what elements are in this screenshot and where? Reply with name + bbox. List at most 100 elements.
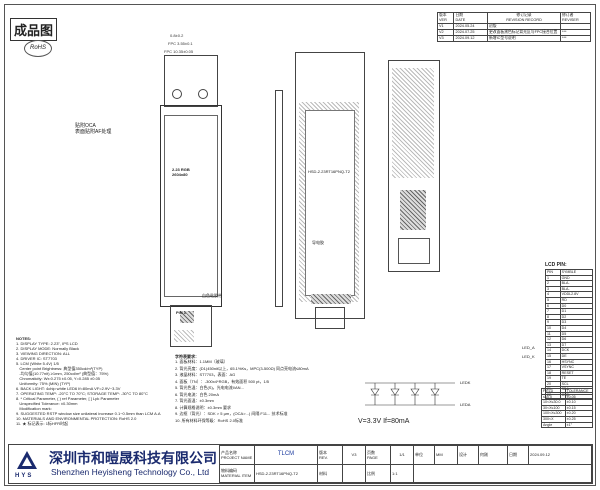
note-line: Chromaticity: Wx:0.275 ±0.05, Y=0.285 ±0… — [16, 376, 101, 381]
dim-top-1: 0.8±0.2 — [170, 33, 184, 38]
spec-line: 7. 背光面温：±0.3mm — [175, 398, 214, 403]
spec-line: 10. 所有材料环保等级：RoHS 2.0标准 — [175, 417, 244, 423]
tb-date: 2024.09.12 — [528, 445, 592, 465]
rear-inner — [305, 110, 355, 296]
pin-symbol: D3 — [559, 319, 594, 326]
tb-unit-label: 单位 — [413, 445, 435, 465]
pin-symbol: D0 — [559, 302, 594, 310]
tolerance-value: ±0.10 — [564, 399, 594, 406]
tolerance-row: Angle±1° — [541, 421, 594, 429]
spec-block: 字符表要求： 1. 面板材料：1.1MM（玻璃）2. 背光亮度：(D1)450n… — [175, 354, 335, 424]
fpc-hole-right — [198, 89, 208, 99]
rev-by: *** — [560, 35, 591, 42]
right-connector-block — [400, 190, 426, 230]
note-line: 3. VIEWING DIRECTION: ALL — [16, 351, 71, 356]
rev-date: 2024.09.12 — [453, 35, 489, 42]
tb-matl — [342, 463, 366, 483]
lcd-panel — [160, 105, 222, 307]
tolerance-row: 30<X≤100±0.15 — [541, 404, 594, 412]
tol-title-en: TOLERANCE — [564, 388, 594, 395]
company-name-en: Shenzhen Heyisheng Technology Co., Ltd — [51, 467, 210, 477]
tb-matl-label: 材料 — [317, 463, 343, 483]
front-view: 0.8±0.2 FPC 3.55±0.1 FPC 10.35±0.05 2.23… — [150, 33, 230, 347]
right-bottom-tab — [398, 238, 430, 264]
rev-ver: V3 — [436, 35, 455, 42]
hys-logo-icon — [17, 451, 37, 469]
spec-line: 2. 背光亮度：(D1)450nit以上，65.1%Ks，MPC(3-500Ω)… — [175, 365, 309, 371]
tb-blank — [413, 463, 592, 483]
pin-symbol: SCL — [559, 380, 594, 388]
rear-view: HSD-2.23RT16PNQ-T2 — [295, 52, 365, 330]
pin-symbol: VSYNC — [559, 364, 594, 371]
spec-line: 9. 边框（背光）：SDK > 5 µm，(OCA>...) 间隔 F11...… — [175, 411, 288, 416]
spec-title: 字符表要求： — [175, 354, 199, 359]
right-view — [388, 60, 440, 272]
fpc-bottom — [170, 305, 212, 347]
note-line: Center point Brightness: 典型值350cd/m²(TYP… — [16, 366, 103, 371]
title-block: HYS 深圳市和暟晟科技有限公司 Shenzhen Heyisheng Tech… — [8, 444, 593, 484]
tb-design-label: 设计 — [457, 445, 479, 465]
tolerance-row: 300<X±0.25 — [541, 416, 594, 423]
tb-design: 何刚 — [478, 445, 508, 465]
pin-symbol: GND — [559, 274, 594, 282]
tb-project: TLCM — [254, 445, 318, 465]
led-circuit — [360, 375, 460, 415]
tb-page: 1/1 — [390, 445, 414, 465]
spec-line: 4. 面板（TN）：-300x4*RGB，有效面积 500 pt，1/5 — [175, 378, 270, 384]
tolerance-row: 10<X≤30.0±0.10 — [541, 399, 594, 406]
tb-scale-label: 比例 — [365, 463, 391, 483]
pin-table-title: LCD PIN: — [545, 262, 567, 268]
pin-symbol: D1 — [559, 308, 594, 315]
revision-row: V3 2024.09.12 新增IC型号说明 *** — [436, 35, 591, 42]
note-line: 7. OPERATING TEMP: -20°C TO 70°C; STORAG… — [16, 391, 148, 396]
notes-title: NOTES: — [16, 336, 32, 341]
note-line: -均匀值(10.77nit) ≥1mm, 250cd/m² (典型值：75%) — [16, 371, 109, 376]
right-outline — [388, 60, 440, 272]
rev-desc: 新增IC型号说明 — [487, 35, 562, 42]
hys-mark: HYS — [15, 473, 34, 479]
note-line: 2. DISPLAY MODE: Normally Black — [16, 346, 79, 351]
spec-line: 3. 液晶材料：ST7703，表面：AG — [175, 372, 236, 377]
note-line: 6. BACK LIGHT: 4chip white LED6 If=80mA … — [16, 386, 121, 391]
led-a-pin: LED_A — [522, 345, 535, 350]
stamp-label: 成品图 — [10, 18, 58, 41]
oca-note: 贴附OCA 表面贴附AF处理 — [75, 123, 112, 135]
tolerance-value: ±0.25 — [564, 416, 594, 423]
spec-line: 6. 背光电流：白色 20mA — [175, 391, 220, 397]
spec-line: 8. 计算规格说明：±0.3mm 要求 — [175, 404, 231, 410]
tb-material: HSD-2.23RT16PNQ-T2 — [254, 463, 318, 483]
fpc-top — [164, 55, 218, 107]
right-top-hatch — [392, 68, 434, 178]
pin-col-symbol: SYMBLE — [559, 269, 594, 276]
pin-symbol: D6 — [559, 336, 594, 343]
pin-symbol: TE — [559, 375, 594, 382]
fpc-hole-left — [172, 89, 182, 99]
pin-symbol: DE — [559, 352, 594, 360]
